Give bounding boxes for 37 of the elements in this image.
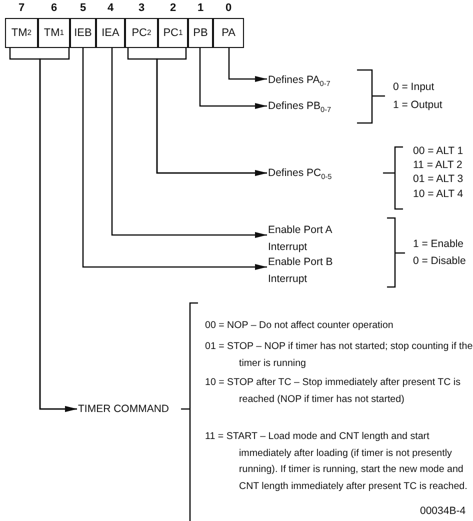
value-text: 1 = Enable bbox=[413, 238, 464, 250]
arrow bbox=[111, 48, 267, 238]
value-text: 11 = ALT 2 bbox=[413, 159, 462, 171]
value-text: 0 = Disable bbox=[413, 255, 466, 267]
command-description: 00 = NOP – Do not affect counter operation bbox=[205, 319, 394, 333]
arrow bbox=[228, 48, 267, 82]
value-text: 01 = ALT 3 bbox=[413, 173, 464, 185]
command-description: 11 = START – Load mode and CNT length and start immediately after loading (if timer is not presently running). If timer is running, start the new mode and CNT length immediately after present TC is reached. bbox=[205, 430, 468, 494]
arrow bbox=[39, 48, 77, 412]
arrow bbox=[82, 48, 267, 270]
command-description: 01 = STOP – NOP if timer has not started; stop counting if the timer is running bbox=[205, 340, 473, 370]
arrow bbox=[156, 48, 267, 176]
value-text: 1 = Output bbox=[393, 99, 442, 111]
figure-number: 00034B-4 bbox=[420, 505, 466, 517]
bit-number: 2 bbox=[168, 2, 178, 14]
value-text: 10 = ALT 4 bbox=[413, 188, 464, 200]
bit-number: 1 bbox=[196, 2, 205, 14]
function-text: Enable Port B Interrupt bbox=[268, 254, 368, 288]
function-text: Defines PC$_{0-5}$ bbox=[268, 165, 368, 182]
function-text: Defines PA$_{0-7}$ bbox=[268, 72, 364, 89]
bit-number: 6 bbox=[50, 2, 58, 14]
bit-number: 3 bbox=[137, 2, 146, 14]
arrow bbox=[199, 48, 267, 109]
value-text: 0 = Input bbox=[393, 81, 434, 93]
register-bit-field: PA bbox=[213, 18, 244, 48]
bit-number: 4 bbox=[106, 2, 115, 14]
register-bit-field: PB bbox=[188, 18, 213, 48]
function-text: Enable Port A Interrupt bbox=[268, 222, 368, 256]
function-text: TIMER COMMAND bbox=[78, 401, 178, 418]
register-bit-field: IEB bbox=[70, 18, 96, 48]
register-bit-field: IEA bbox=[96, 18, 125, 48]
function-text: Defines PB$_{0-7}$ bbox=[268, 98, 364, 115]
value-text: 00 = ALT 1 bbox=[413, 145, 464, 157]
command-description: 10 = STOP after TC – Stop immediately after present TC is reached (NOP if timer has not started) bbox=[205, 376, 462, 406]
bit-number: 5 bbox=[78, 2, 88, 14]
bit-number: 0 bbox=[224, 2, 233, 14]
bit-number: 7 bbox=[17, 2, 26, 14]
